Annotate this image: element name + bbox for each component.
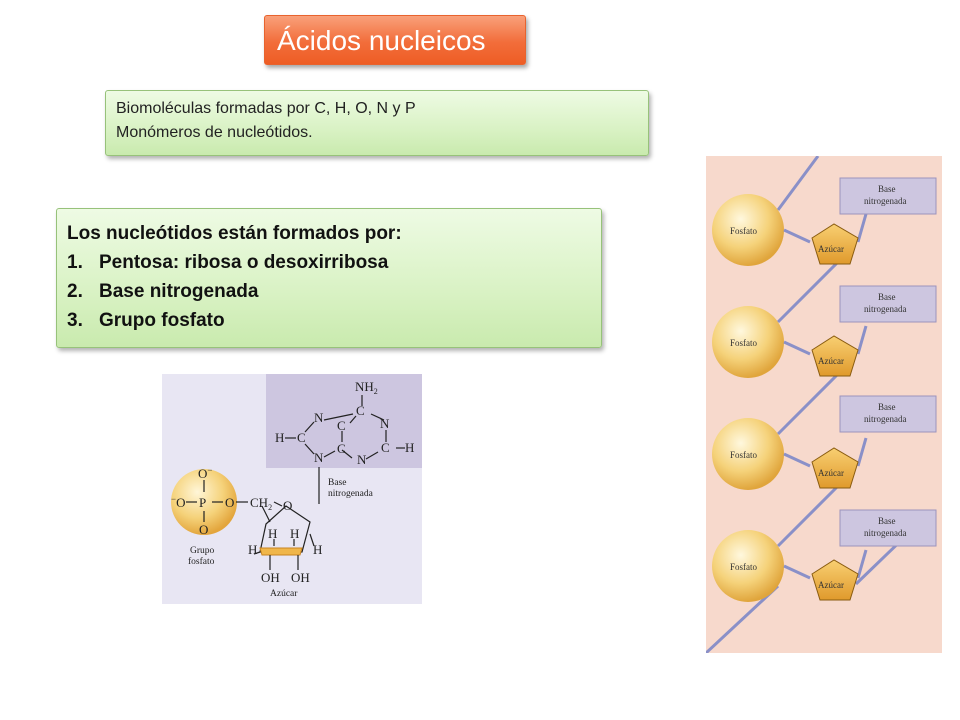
phosphate-caption-line1: Grupo xyxy=(190,546,215,556)
base-label-line1: Base xyxy=(878,292,896,302)
list-item-number: 3. xyxy=(67,310,83,331)
atom-h: H xyxy=(275,430,284,445)
atom-c: C xyxy=(297,430,306,445)
atom-nh2: NH2 xyxy=(355,379,378,396)
atom-n: N xyxy=(380,416,390,431)
base-label-line2: nitrogenada xyxy=(864,304,906,314)
sugar-pentagon xyxy=(811,223,859,265)
phosphate-bonds xyxy=(186,480,283,523)
atom-o: O xyxy=(199,522,208,537)
atom-h: H xyxy=(268,526,277,541)
components-list: 1. Pentosa: ribosa o desoxirribosa 2. Base… xyxy=(67,248,591,335)
base-bonds xyxy=(285,395,405,504)
list-item: 3. Grupo fosfato xyxy=(67,306,591,335)
chain-unit: Fosfato Azúcar Base nitrogenada xyxy=(712,285,937,378)
sugar-label: Azúcar xyxy=(818,468,844,478)
sugar-ring-outline xyxy=(259,505,311,553)
list-item-number: 2. xyxy=(67,281,83,302)
components-box: Los nucleótidos están formados por: 1. Pe… xyxy=(56,208,602,348)
phosphate-ball xyxy=(712,306,784,378)
atom-ch2: CH2 xyxy=(250,495,272,512)
nucleotide-chain-figure: Fosfato Azúcar Base nitrogenada Fosfato … xyxy=(704,155,942,655)
list-item: 2. Base nitrogenada xyxy=(67,277,591,306)
list-item-label: Pentosa: ribosa o desoxirribosa xyxy=(99,252,389,273)
atom-c: C xyxy=(337,441,346,456)
base-box xyxy=(839,285,937,323)
phosphate-ball xyxy=(712,418,784,490)
phosphate-label: Fosfato xyxy=(730,450,758,460)
base-atoms: NH2 C N N C H C C C H N N xyxy=(275,379,414,467)
sugar-label: Azúcar xyxy=(818,580,844,590)
base-label-line1: Base xyxy=(878,402,896,412)
atom-n: N xyxy=(314,410,324,425)
base-box xyxy=(839,177,937,215)
atom-o: O xyxy=(283,498,292,513)
base-label-line2: nitrogenada xyxy=(864,414,906,424)
base-label-line2: nitrogenada xyxy=(864,196,906,206)
base-caption-line1: Base xyxy=(328,478,346,488)
base-label-line1: Base xyxy=(878,516,896,526)
sugar-pentagon xyxy=(811,335,859,377)
phosphate-label: Fosfato xyxy=(730,338,758,348)
atom-c: C xyxy=(356,403,365,418)
base-label-line1: Base xyxy=(878,184,896,194)
phosphate-caption-line2: fosfato xyxy=(188,556,215,567)
atom-h: H xyxy=(405,440,414,455)
sugar-atoms: H H H H OH OH xyxy=(248,526,322,585)
sugar-pentagon xyxy=(811,559,859,601)
summary-box: Biomoléculas formadas por C, H, O, N y P… xyxy=(105,90,649,156)
list-item-label: Base nitrogenada xyxy=(99,281,259,302)
sugar-bonds xyxy=(253,533,315,570)
atom-h: H xyxy=(290,526,299,541)
base-box xyxy=(839,395,937,433)
phosphate-label: Fosfato xyxy=(730,226,758,236)
atom-o-minus: O− xyxy=(198,465,212,481)
chain-unit: Fosfato Azúcar Base nitrogenada xyxy=(712,509,937,602)
summary-line-1: Biomoléculas formadas por C, H, O, N y P xyxy=(116,100,416,117)
atom-c: C xyxy=(381,440,390,455)
list-item-number: 1. xyxy=(67,252,83,273)
atom-h: H xyxy=(313,542,322,557)
base-label-line2: nitrogenada xyxy=(864,528,906,538)
phosphate-ball xyxy=(712,194,784,266)
atom-oh: OH xyxy=(261,570,280,585)
base-caption: Base nitrogenada xyxy=(328,478,374,499)
sugar-ring-edge xyxy=(259,547,303,556)
sugar-caption: Azúcar xyxy=(270,589,298,599)
atom-n: N xyxy=(314,450,324,465)
phosphate-ball xyxy=(712,530,784,602)
slide-title: Ácidos nucleicos xyxy=(264,15,526,65)
chain-unit: Fosfato Azúcar Base nitrogenada xyxy=(712,395,937,490)
nucleotide-structure-figure: NH2 C N N C H C C C H N N Base nitrogena… xyxy=(162,374,422,604)
phosphate-ball xyxy=(171,469,237,535)
atom-o-minus: −O xyxy=(171,494,185,510)
atom-o: O xyxy=(225,495,234,510)
list-item: 1. Pentosa: ribosa o desoxirribosa xyxy=(67,248,591,277)
atom-h: H xyxy=(248,542,257,557)
base-box xyxy=(839,509,937,547)
phosphate-caption: Grupo fosfato xyxy=(188,546,215,567)
chain-unit: Fosfato Azúcar Base nitrogenada xyxy=(712,177,937,266)
phosphate-label: Fosfato xyxy=(730,562,758,572)
atom-oh: OH xyxy=(291,570,310,585)
nucleotide-diagram: NH2 C N N C H C C C H N N Base nitrogena… xyxy=(171,374,422,599)
atom-p: P xyxy=(199,495,206,510)
sugar-pentagon xyxy=(811,447,859,489)
components-heading: Los nucleótidos están formados por: xyxy=(67,223,402,244)
summary-line-2: Monómeros de nucleótidos. xyxy=(116,124,313,141)
atom-c: C xyxy=(337,418,346,433)
sugar-label: Azúcar xyxy=(818,356,844,366)
list-item-label: Grupo fosfato xyxy=(99,310,225,331)
sugar-label: Azúcar xyxy=(818,244,844,254)
chain-diagram: Fosfato Azúcar Base nitrogenada Fosfato … xyxy=(704,155,937,655)
atom-n: N xyxy=(357,452,367,467)
base-caption-line2: nitrogenada xyxy=(328,489,374,499)
phosphate-atoms: O− −O P O O CH2 O xyxy=(171,465,292,537)
